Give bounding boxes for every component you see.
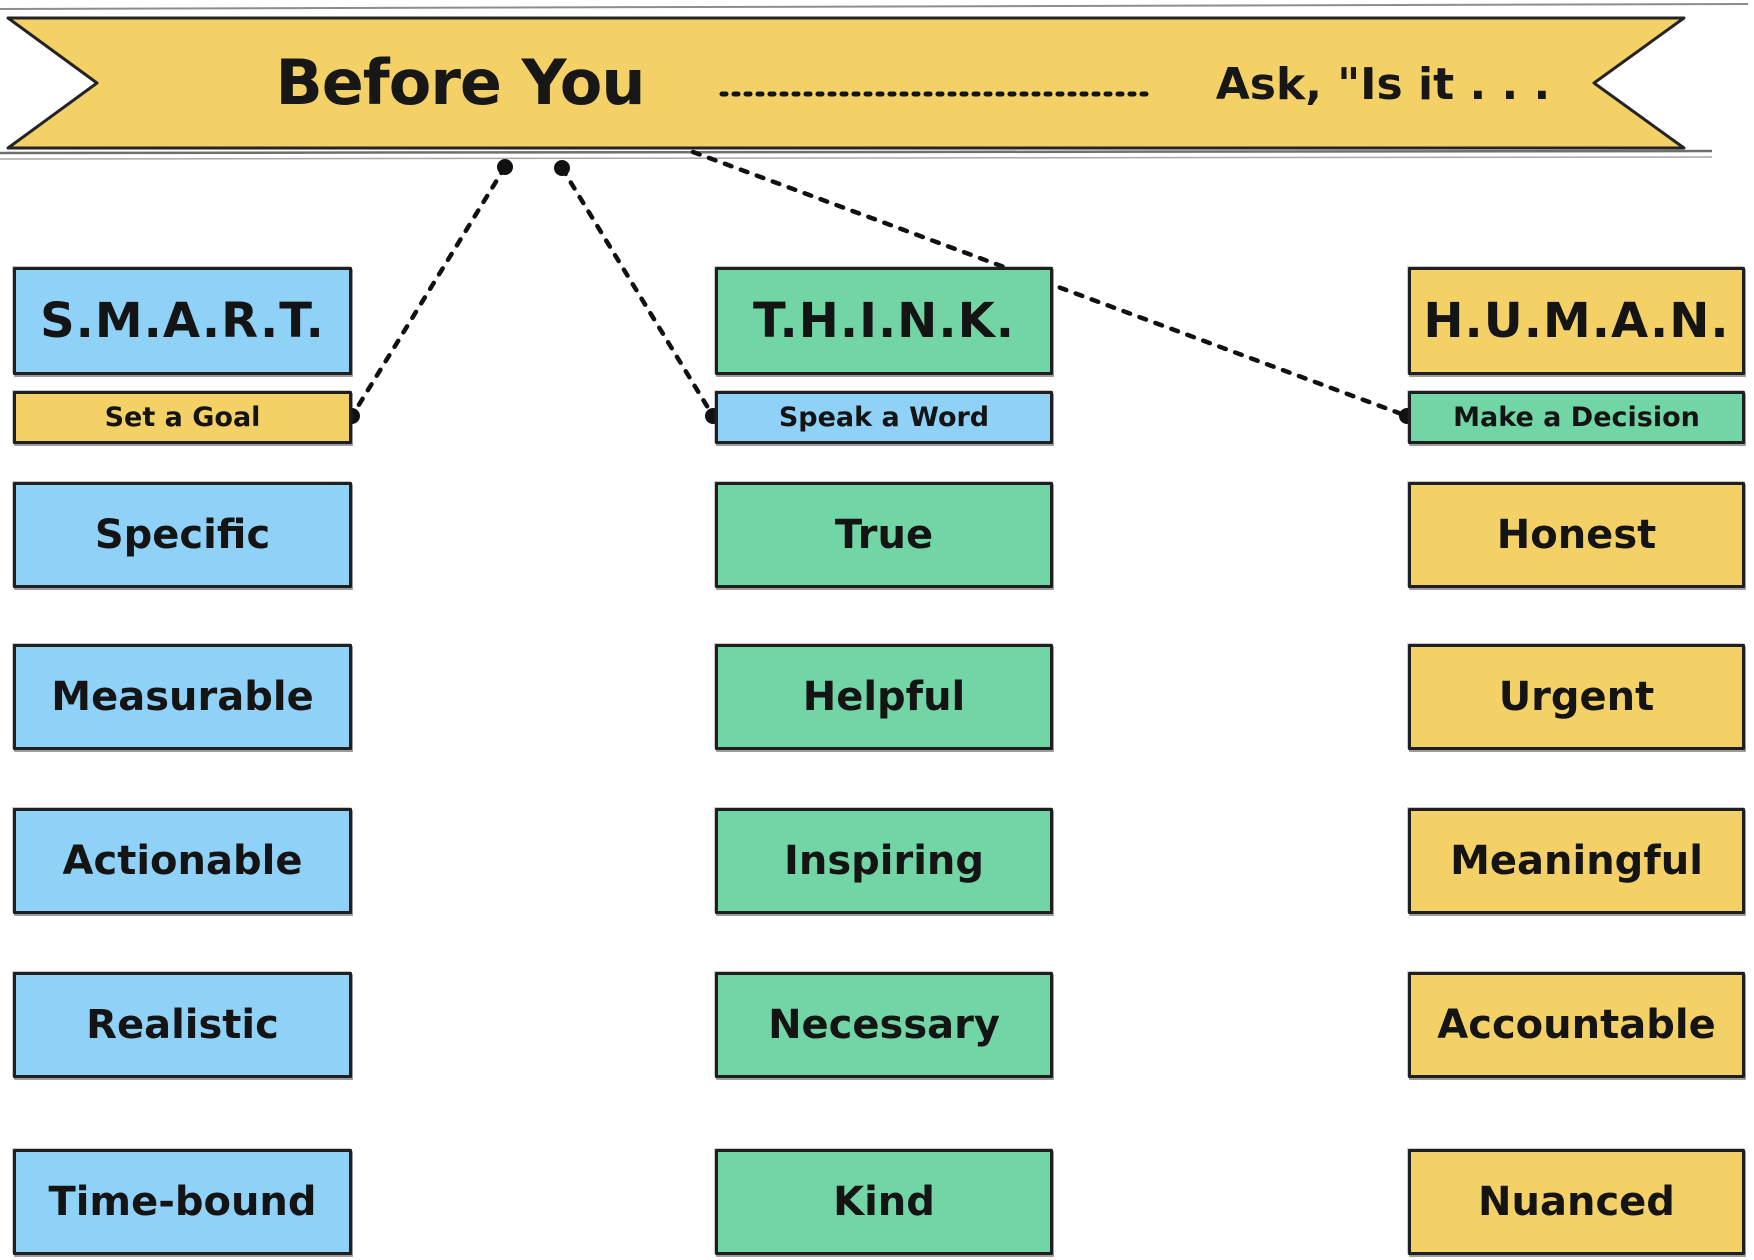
connector-line-think [559,165,716,419]
human-item-honest: Honest [1408,482,1745,588]
human-item-nuanced: Nuanced [1408,1149,1745,1255]
smart-item-measurable: Measurable [13,644,352,750]
ribbon-banner [6,16,1686,150]
smart-item-realistic: Realistic [13,972,352,1078]
smart-subtitle-box: Set a Goal [13,391,352,444]
think-item-inspiring: Inspiring [715,808,1053,914]
smart-header-box: S.M.A.R.T. [13,267,352,375]
human-header-box: H.U.M.A.N. [1408,267,1745,375]
think-subtitle-box: Speak a Word [715,391,1053,444]
item-label: Time-bound [48,1179,317,1225]
banner-ask-text: Ask, "Is it . . . [1215,58,1551,110]
connector-dot [554,160,570,176]
connector-line-smart [349,164,508,419]
item-label: Measurable [51,674,314,720]
item-label: True [834,512,934,558]
human-item-accountable: Accountable [1408,972,1745,1078]
banner-sketch-line-top [0,3,1749,10]
banner-sketch-line-bottom-2 [0,156,1713,160]
item-label: Meaningful [1450,838,1703,884]
think-subtitle-label: Speak a Word [778,402,990,433]
think-header-label: T.H.I.N.K. [752,293,1016,349]
item-label: Accountable [1437,1002,1716,1048]
human-subtitle-box: Make a Decision [1408,391,1745,444]
item-label: Kind [833,1179,935,1225]
connector-dot [497,159,513,175]
smart-item-time-bound: Time-bound [13,1149,352,1255]
banner-sketch-line-bottom [0,149,1713,155]
think-item-true: True [715,482,1053,588]
item-label: Specific [94,512,271,558]
think-item-kind: Kind [715,1149,1053,1255]
human-subtitle-label: Make a Decision [1453,402,1700,433]
think-item-necessary: Necessary [715,972,1053,1078]
item-label: Honest [1496,512,1657,558]
think-item-helpful: Helpful [715,644,1053,750]
human-item-meaningful: Meaningful [1408,808,1745,914]
item-label: Nuanced [1478,1179,1675,1225]
banner-title: Before You [275,45,645,119]
item-label: Realistic [86,1002,279,1048]
item-label: Helpful [802,674,966,720]
item-label: Actionable [62,838,303,884]
smart-header-label: S.M.A.R.T. [40,293,325,349]
smart-subtitle-label: Set a Goal [104,402,261,433]
smart-item-actionable: Actionable [13,808,352,914]
item-label: Urgent [1498,674,1655,720]
item-label: Necessary [768,1002,1000,1048]
smart-item-specific: Specific [13,482,352,588]
human-header-label: H.U.M.A.N. [1423,293,1730,349]
human-item-urgent: Urgent [1408,644,1745,750]
item-label: Inspiring [783,838,985,884]
think-header-box: T.H.I.N.K. [715,267,1053,375]
